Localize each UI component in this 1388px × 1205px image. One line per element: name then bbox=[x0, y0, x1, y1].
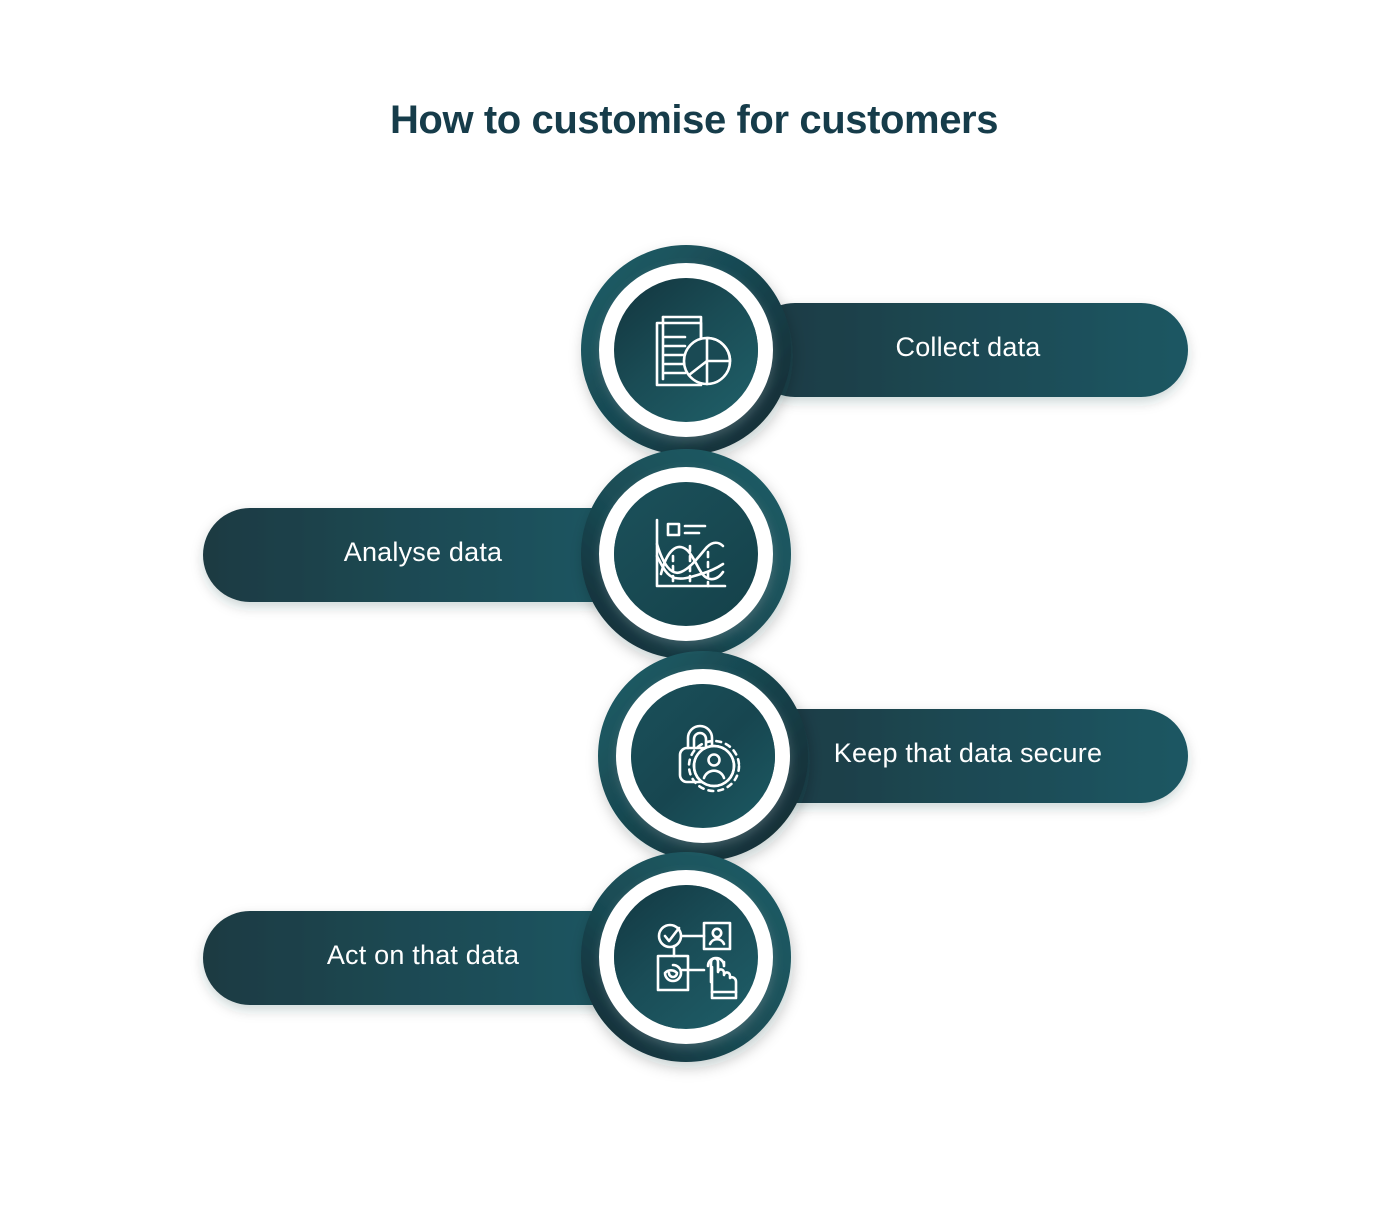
ring-step-3 bbox=[598, 651, 808, 861]
pill-label-act-on-that-data[interactable]: Act on that data bbox=[326, 940, 520, 970]
ring-step-2 bbox=[581, 449, 791, 659]
pill-keep-that-data-secure bbox=[748, 709, 1188, 803]
ring-step-4 bbox=[581, 852, 791, 1062]
pill-analyse-data bbox=[203, 508, 643, 602]
pill-label-keep-that-data-secure[interactable]: Keep that data secure bbox=[833, 738, 1103, 768]
gap-ring-step-1 bbox=[599, 263, 773, 437]
pill-label-collect-data[interactable]: Collect data bbox=[895, 332, 1041, 362]
pill-collect-data bbox=[748, 303, 1188, 397]
pill-label-analyse-data[interactable]: Analyse data bbox=[343, 537, 503, 567]
gap-ring-step-4 bbox=[599, 870, 773, 1044]
gap-ring-step-3 bbox=[616, 669, 790, 843]
gap-ring-step-2 bbox=[599, 467, 773, 641]
pill-act-on-that-data bbox=[203, 911, 643, 1005]
ring-step-1 bbox=[581, 245, 791, 455]
page-title: How to customise for customers bbox=[389, 98, 999, 142]
